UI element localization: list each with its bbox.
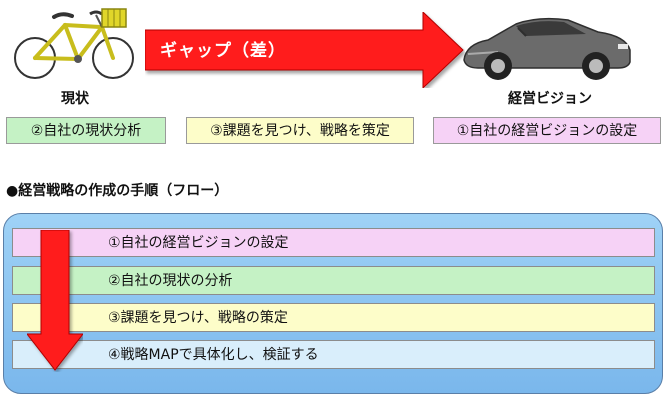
- flow-step-3-label: ③課題を見つけ、戦略の策定: [108, 310, 288, 326]
- top-box-vision: ①自社の経営ビジョンの設定: [433, 117, 661, 144]
- section-title: ●経営戦略の作成の手順（フロー）: [6, 183, 229, 199]
- flow-step-2: ②自社の現状の分析: [12, 266, 655, 295]
- flow-step-4: ④戦略MAPで具体化し、検証する: [12, 340, 655, 369]
- bicycle-icon: [14, 8, 134, 79]
- top-box-current-analysis: ②自社の現状分析: [6, 117, 166, 144]
- flow-panel: ①自社の経営ビジョンの設定 ②自社の現状の分析 ③課題を見つけ、戦略の策定 ④戦…: [3, 213, 663, 394]
- top-box-strategy: ③課題を見つけ、戦略を策定: [186, 117, 414, 144]
- gap-arrow: [145, 12, 464, 88]
- flow-down-arrow: [27, 230, 83, 371]
- flow-step-4-label: ④戦略MAPで具体化し、検証する: [108, 347, 319, 363]
- gap-arrow-label: ギャップ（差）: [160, 41, 286, 61]
- flow-step-1: ①自社の経営ビジョンの設定: [12, 228, 655, 257]
- current-state-label: 現状: [61, 91, 89, 107]
- flow-step-1-label: ①自社の経営ビジョンの設定: [108, 235, 289, 251]
- flow-step-3: ③課題を見つけ、戦略の策定: [12, 303, 655, 332]
- vision-label: 経営ビジョン: [508, 91, 592, 107]
- flow-step-2-label: ②自社の現状の分析: [108, 273, 233, 289]
- sports-car-icon: [463, 17, 631, 80]
